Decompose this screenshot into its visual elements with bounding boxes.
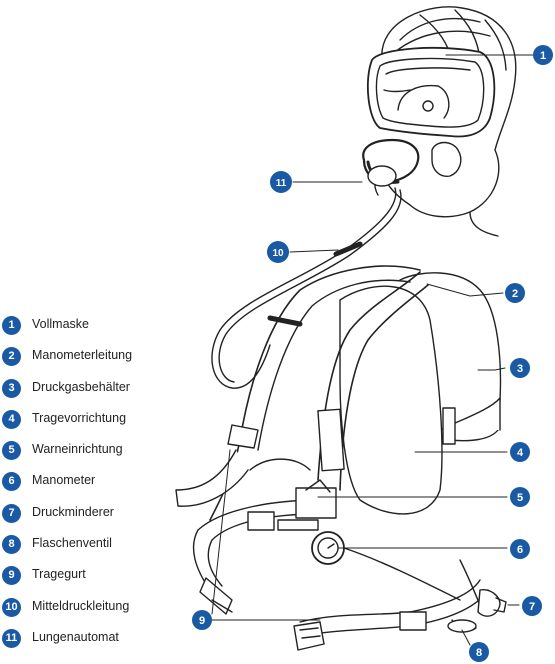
legend-number: 7 xyxy=(2,503,21,523)
legend-label: Manometerleitung xyxy=(32,348,133,363)
legend-item: 10 Mitteldruckleitung xyxy=(2,596,182,627)
callout-4: 4 xyxy=(510,442,530,462)
callout-label: 5 xyxy=(517,492,523,504)
legend-item: 2 Manometerleitung xyxy=(2,345,182,376)
callouts: 1 2 3 4 5 6 7 8 9 10 11 xyxy=(192,45,553,662)
legend-number: 5 xyxy=(2,441,21,461)
callout-6: 6 xyxy=(510,539,530,559)
medium-pressure-hose xyxy=(211,187,397,389)
head-with-full-face-mask xyxy=(362,6,517,237)
legend-number: 8 xyxy=(2,535,21,555)
callout-label: 10 xyxy=(272,248,284,259)
callout-label: 9 xyxy=(199,615,205,627)
legend-item: 11 Lungenautomat xyxy=(2,627,182,658)
legend: 1 Vollmaske 2 Manometerleitung 3 Druckgasbe… xyxy=(2,314,182,658)
legend-label: Mitteldruckleitung xyxy=(32,598,130,613)
callout-9: 9 xyxy=(192,610,212,630)
legend-item: 5 Warneinrichtung xyxy=(2,439,182,470)
callout-label: 11 xyxy=(276,178,287,189)
legend-item: 1 Vollmaske xyxy=(2,314,182,345)
back-plate xyxy=(339,285,443,515)
waist-belt xyxy=(192,499,489,651)
legend-item: 4 Tragevorrichtung xyxy=(2,408,182,439)
legend-label: Flaschenventil xyxy=(32,536,112,551)
legend-label: Druckgasbehälter xyxy=(32,379,130,394)
callout-3: 3 xyxy=(510,358,530,378)
legend-number: 10 xyxy=(2,597,21,617)
callout-10: 10 xyxy=(267,241,289,263)
legend-label: Warneinrichtung xyxy=(32,442,123,457)
shoulder-straps xyxy=(175,265,429,521)
legend-number: 6 xyxy=(2,472,21,492)
legend-number: 4 xyxy=(2,409,21,429)
legend-number: 9 xyxy=(2,566,21,586)
legend-number: 3 xyxy=(2,378,21,398)
callout-2: 2 xyxy=(505,283,525,303)
legend-number: 1 xyxy=(2,316,21,335)
callout-11: 11 xyxy=(270,171,292,193)
legend-label: Tragegurt xyxy=(32,567,86,582)
callout-leader-lines xyxy=(204,54,540,646)
callout-label: 7 xyxy=(529,601,535,613)
legend-label: Vollmaske xyxy=(32,317,89,331)
callout-label: 2 xyxy=(512,288,518,300)
legend-item: 7 Druckminderer xyxy=(2,502,182,533)
callout-1: 1 xyxy=(533,45,553,65)
legend-number: 2 xyxy=(2,347,21,367)
callout-7: 7 xyxy=(522,596,542,616)
legend-item: 8 Flaschenventil xyxy=(2,533,182,564)
legend-item: 6 Manometer xyxy=(2,470,182,501)
callout-8: 8 xyxy=(469,642,489,662)
legend-label: Manometer xyxy=(32,473,96,488)
callout-5: 5 xyxy=(510,487,530,507)
legend-item: 3 Druckgasbehälter xyxy=(2,377,182,408)
callout-label: 3 xyxy=(517,363,523,375)
callout-label: 4 xyxy=(517,447,524,459)
callout-label: 1 xyxy=(540,50,546,62)
legend-label: Tragevorrichtung xyxy=(32,410,127,425)
callout-label: 6 xyxy=(517,544,523,556)
legend-label: Lungenautomat xyxy=(32,629,119,644)
legend-number: 11 xyxy=(2,628,21,648)
legend-item: 9 Tragegurt xyxy=(2,564,182,595)
callout-label: 8 xyxy=(476,647,482,659)
legend-label: Druckminderer xyxy=(32,504,114,519)
